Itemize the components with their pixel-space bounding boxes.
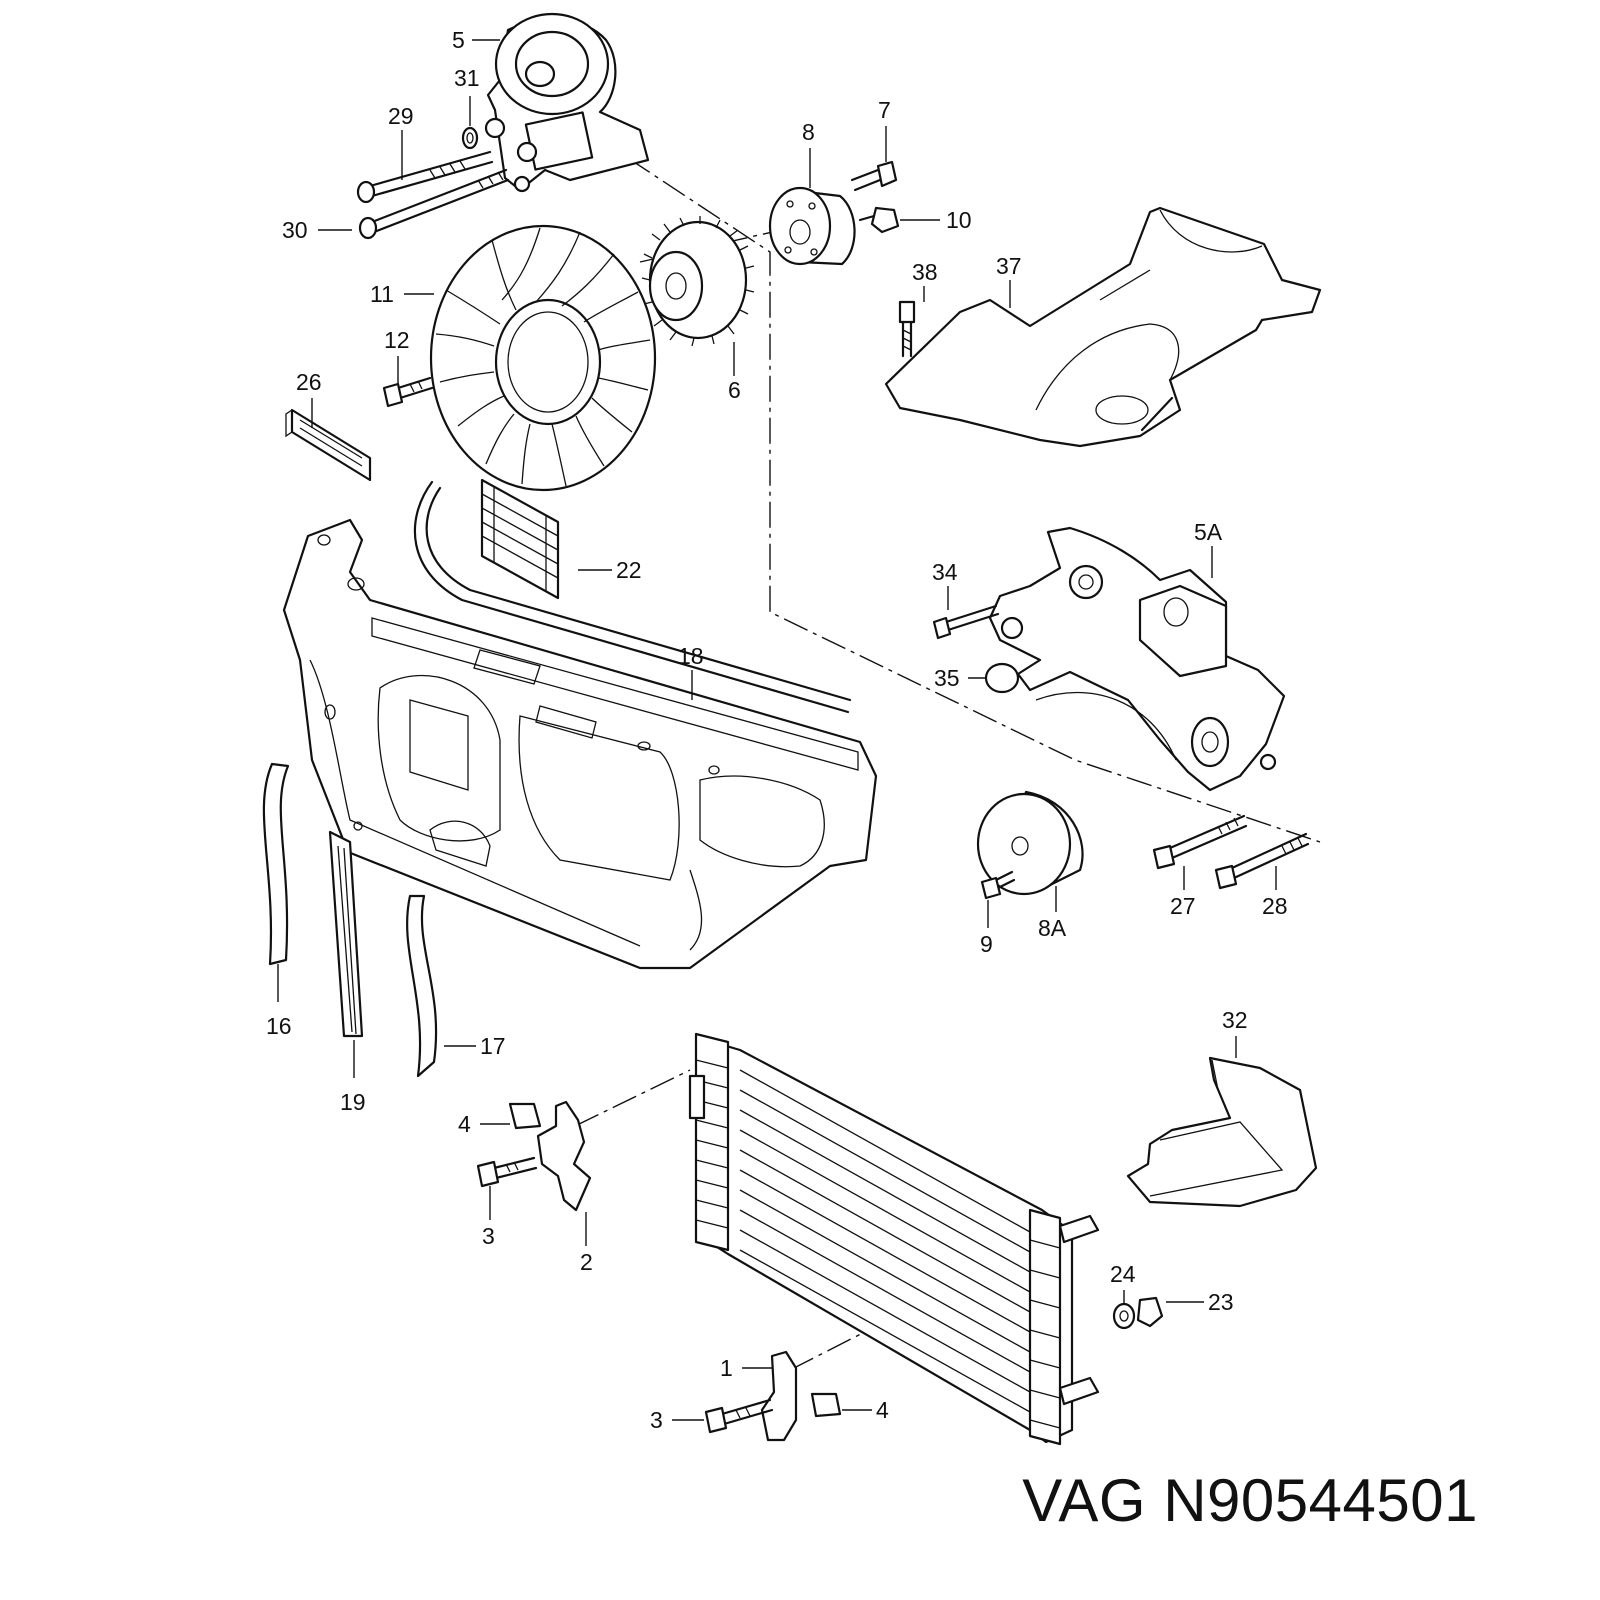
callout-11: 11 (370, 281, 394, 307)
callout-16: 16 (266, 1013, 292, 1039)
callout-28: 28 (1262, 893, 1288, 919)
assembly-axis-radiator-left (574, 1069, 691, 1127)
callout-24: 24 (1110, 1261, 1136, 1287)
callout-30: 30 (282, 217, 308, 243)
callout-31: 31 (454, 65, 480, 91)
callout-17: 17 (480, 1033, 506, 1059)
callout-26: 26 (296, 369, 322, 395)
part-35-plug (984, 662, 1020, 694)
callout-6: 6 (728, 377, 741, 403)
part-26-grille (285, 408, 372, 482)
callout-1: 1 (720, 1355, 733, 1381)
part-number-caption: VAG N90544501 (1022, 1467, 1478, 1534)
part-5-bracket (484, 12, 650, 193)
part-16-seal (262, 762, 290, 966)
part-23-nut (1136, 1296, 1164, 1328)
part-1-bracket (760, 1350, 798, 1442)
part-37-cover (884, 206, 1322, 448)
part-3-bolt-lower (704, 1398, 774, 1434)
part-7-bolt (850, 160, 898, 192)
part-12-bolt (382, 376, 434, 408)
callout-8A: 8A (1038, 915, 1067, 941)
part-10-nut (858, 206, 900, 234)
lock-carrier (282, 518, 878, 970)
callout-22: 22 (616, 557, 642, 583)
callout-3-lower: 3 (650, 1407, 663, 1433)
callout-9: 9 (980, 931, 993, 957)
callout-37: 37 (996, 253, 1022, 279)
callout-18: 18 (678, 643, 704, 669)
callout-32: 32 (1222, 1007, 1248, 1033)
part-29-bolt (356, 150, 494, 204)
part-34-bolt (932, 604, 1000, 640)
part-24-washer (1112, 1302, 1136, 1330)
part-4-clip-lower (810, 1392, 842, 1418)
part-11-fan (429, 224, 657, 492)
callout-7: 7 (878, 97, 891, 123)
callout-12: 12 (384, 327, 410, 353)
part-28-bolt (1214, 832, 1310, 890)
part-8A-pulley (976, 790, 1084, 896)
callout-19: 19 (340, 1089, 366, 1115)
part-27-bolt (1152, 814, 1248, 870)
callout-5A: 5A (1194, 519, 1223, 545)
radiator (688, 1032, 1100, 1446)
part-17-seal (406, 894, 438, 1078)
callout-29: 29 (388, 103, 414, 129)
part-19-seal (328, 830, 364, 1038)
part-9-bolt (980, 870, 1016, 900)
part-5A-bracket (988, 526, 1286, 792)
callout-4-lower: 4 (876, 1397, 889, 1423)
callout-5: 5 (452, 27, 465, 53)
part-3-bolt-upper (476, 1156, 538, 1188)
callout-2: 2 (580, 1249, 593, 1275)
callout-27: 27 (1170, 893, 1196, 919)
part-32-duct (1126, 1056, 1318, 1208)
part-31-washer (461, 126, 479, 150)
part-22-grille-panel (480, 478, 560, 600)
callout-10: 10 (946, 207, 972, 233)
part-2-bracket (536, 1100, 592, 1212)
part-18-seal (413, 480, 852, 714)
part-8-hub (768, 186, 856, 266)
callout-23: 23 (1208, 1289, 1234, 1315)
callout-38: 38 (912, 259, 938, 285)
callout-35: 35 (934, 665, 960, 691)
part-4-clip-upper (508, 1102, 542, 1130)
callout-4-upper: 4 (458, 1111, 471, 1137)
part-6-viscous-clutch (641, 216, 755, 347)
callout-8: 8 (802, 119, 815, 145)
callout-34: 34 (932, 559, 958, 585)
callout-3-upper: 3 (482, 1223, 495, 1249)
part-30-bolt (358, 168, 510, 240)
part-38-bolt (898, 300, 916, 358)
